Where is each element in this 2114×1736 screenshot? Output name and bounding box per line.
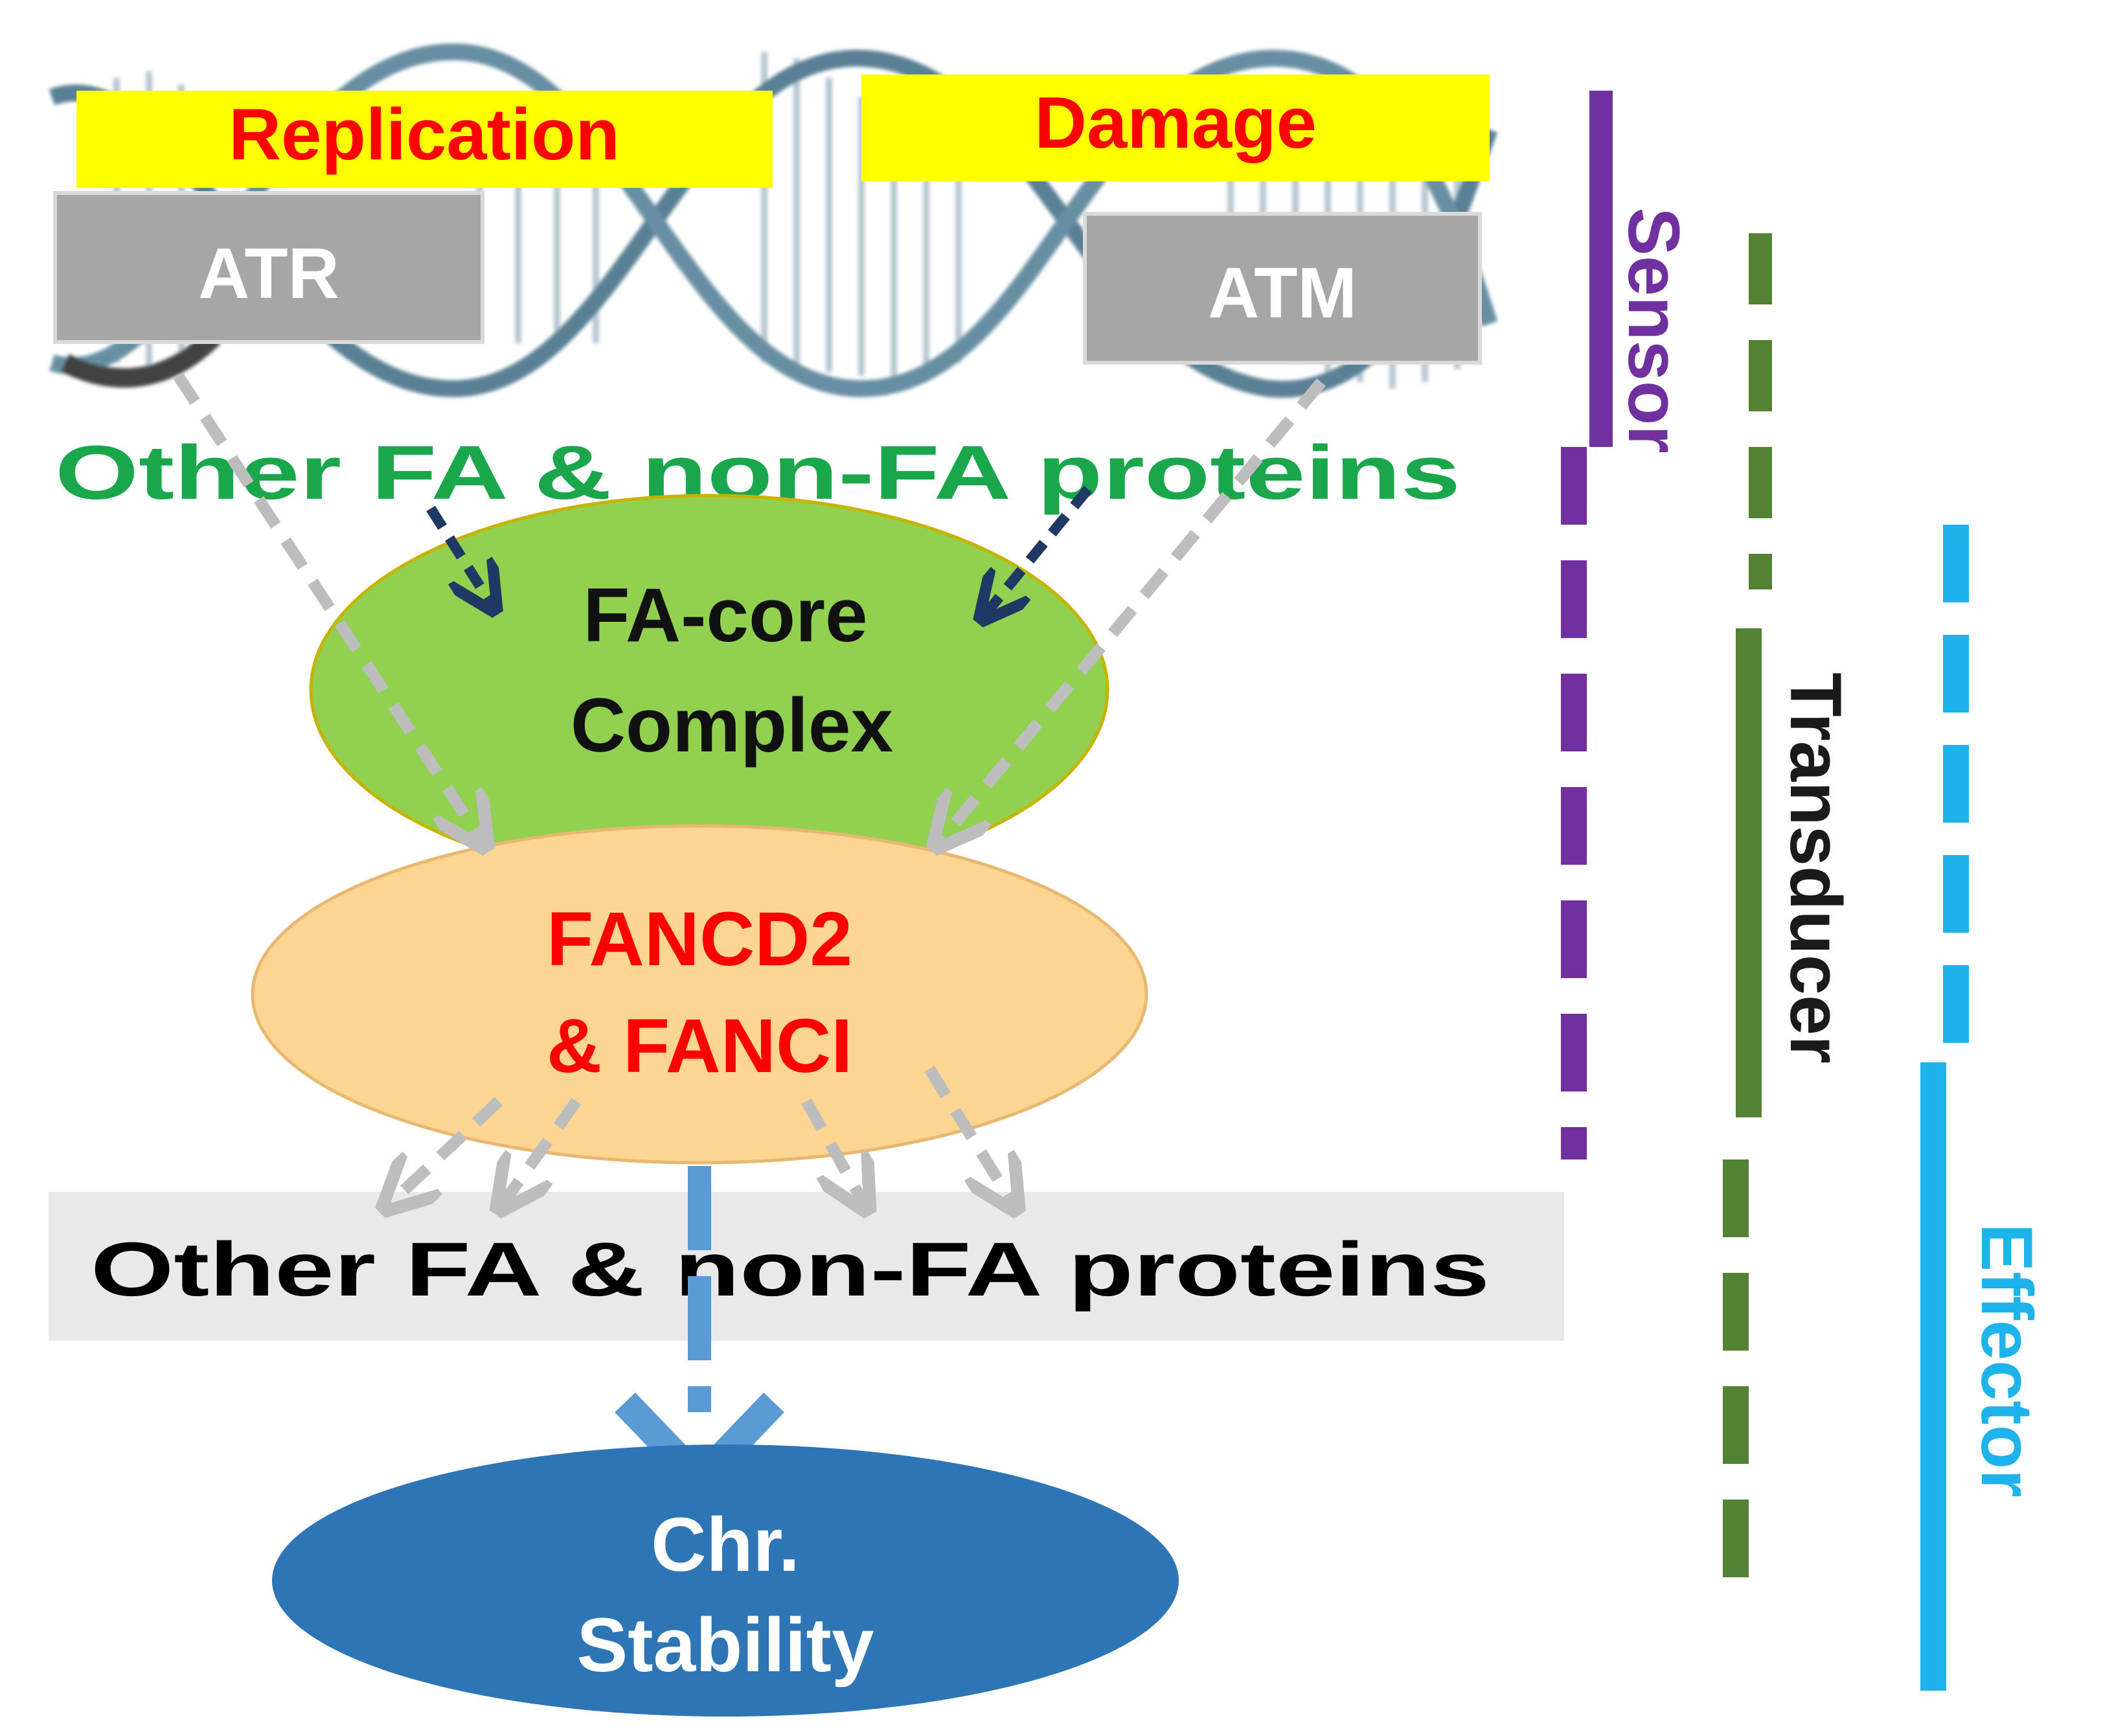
arrow-fancd2-down-2: [502, 1097, 582, 1205]
arrow-atm-to-fancd2: [939, 378, 1326, 842]
downstream-proteins-box: [49, 1192, 1564, 1341]
arrow-upstream-to-core-right: [984, 485, 1093, 615]
fa-core-line1: FA-core: [583, 573, 867, 658]
navy-dashed-arrows: [426, 485, 1093, 615]
transducer-label: Transducer: [1775, 672, 1856, 1064]
effector-label: Effector: [1966, 1223, 2047, 1497]
replication-label: Replication: [229, 94, 620, 175]
downstream-proteins-label: Other FA & non-FA proteins: [91, 1227, 1490, 1312]
chr-stability-node: [272, 1445, 1179, 1717]
sensor-bar: [1561, 91, 1613, 1159]
replication-box: [76, 91, 773, 188]
arrow-upstream-to-core-left: [426, 505, 492, 606]
damage-box: [861, 74, 1490, 181]
arrow-fancd2-down-3: [801, 1098, 865, 1205]
atr-label: ATR: [198, 234, 339, 314]
arrow-fancd2-down-1: [389, 1097, 503, 1205]
fancd2-line1: FANCD2: [547, 897, 852, 982]
damage-label: Damage: [1034, 82, 1317, 163]
atm-box: [1083, 212, 1482, 365]
fancd2-fanci-node: [251, 824, 1148, 1165]
effector-bar: [1920, 525, 1969, 1691]
fa-core-line2: Complex: [571, 683, 893, 768]
sensor-label: Sensor: [1613, 207, 1694, 453]
arrow-fancd2-down-4: [924, 1066, 1014, 1205]
grey-dashed-arrows: [173, 372, 1326, 1205]
transducer-bar: [1723, 233, 1772, 1581]
arrow-atr-to-fancd2: [173, 372, 483, 842]
atm-label: ATM: [1208, 253, 1357, 333]
chr-stability-line1: Chr.: [651, 1502, 800, 1588]
atr-box: [53, 191, 484, 344]
fancd2-line2: & FANCI: [547, 1003, 852, 1089]
chr-stability-line2: Stability: [577, 1603, 874, 1688]
dna-strand-dark: [60, 330, 221, 388]
